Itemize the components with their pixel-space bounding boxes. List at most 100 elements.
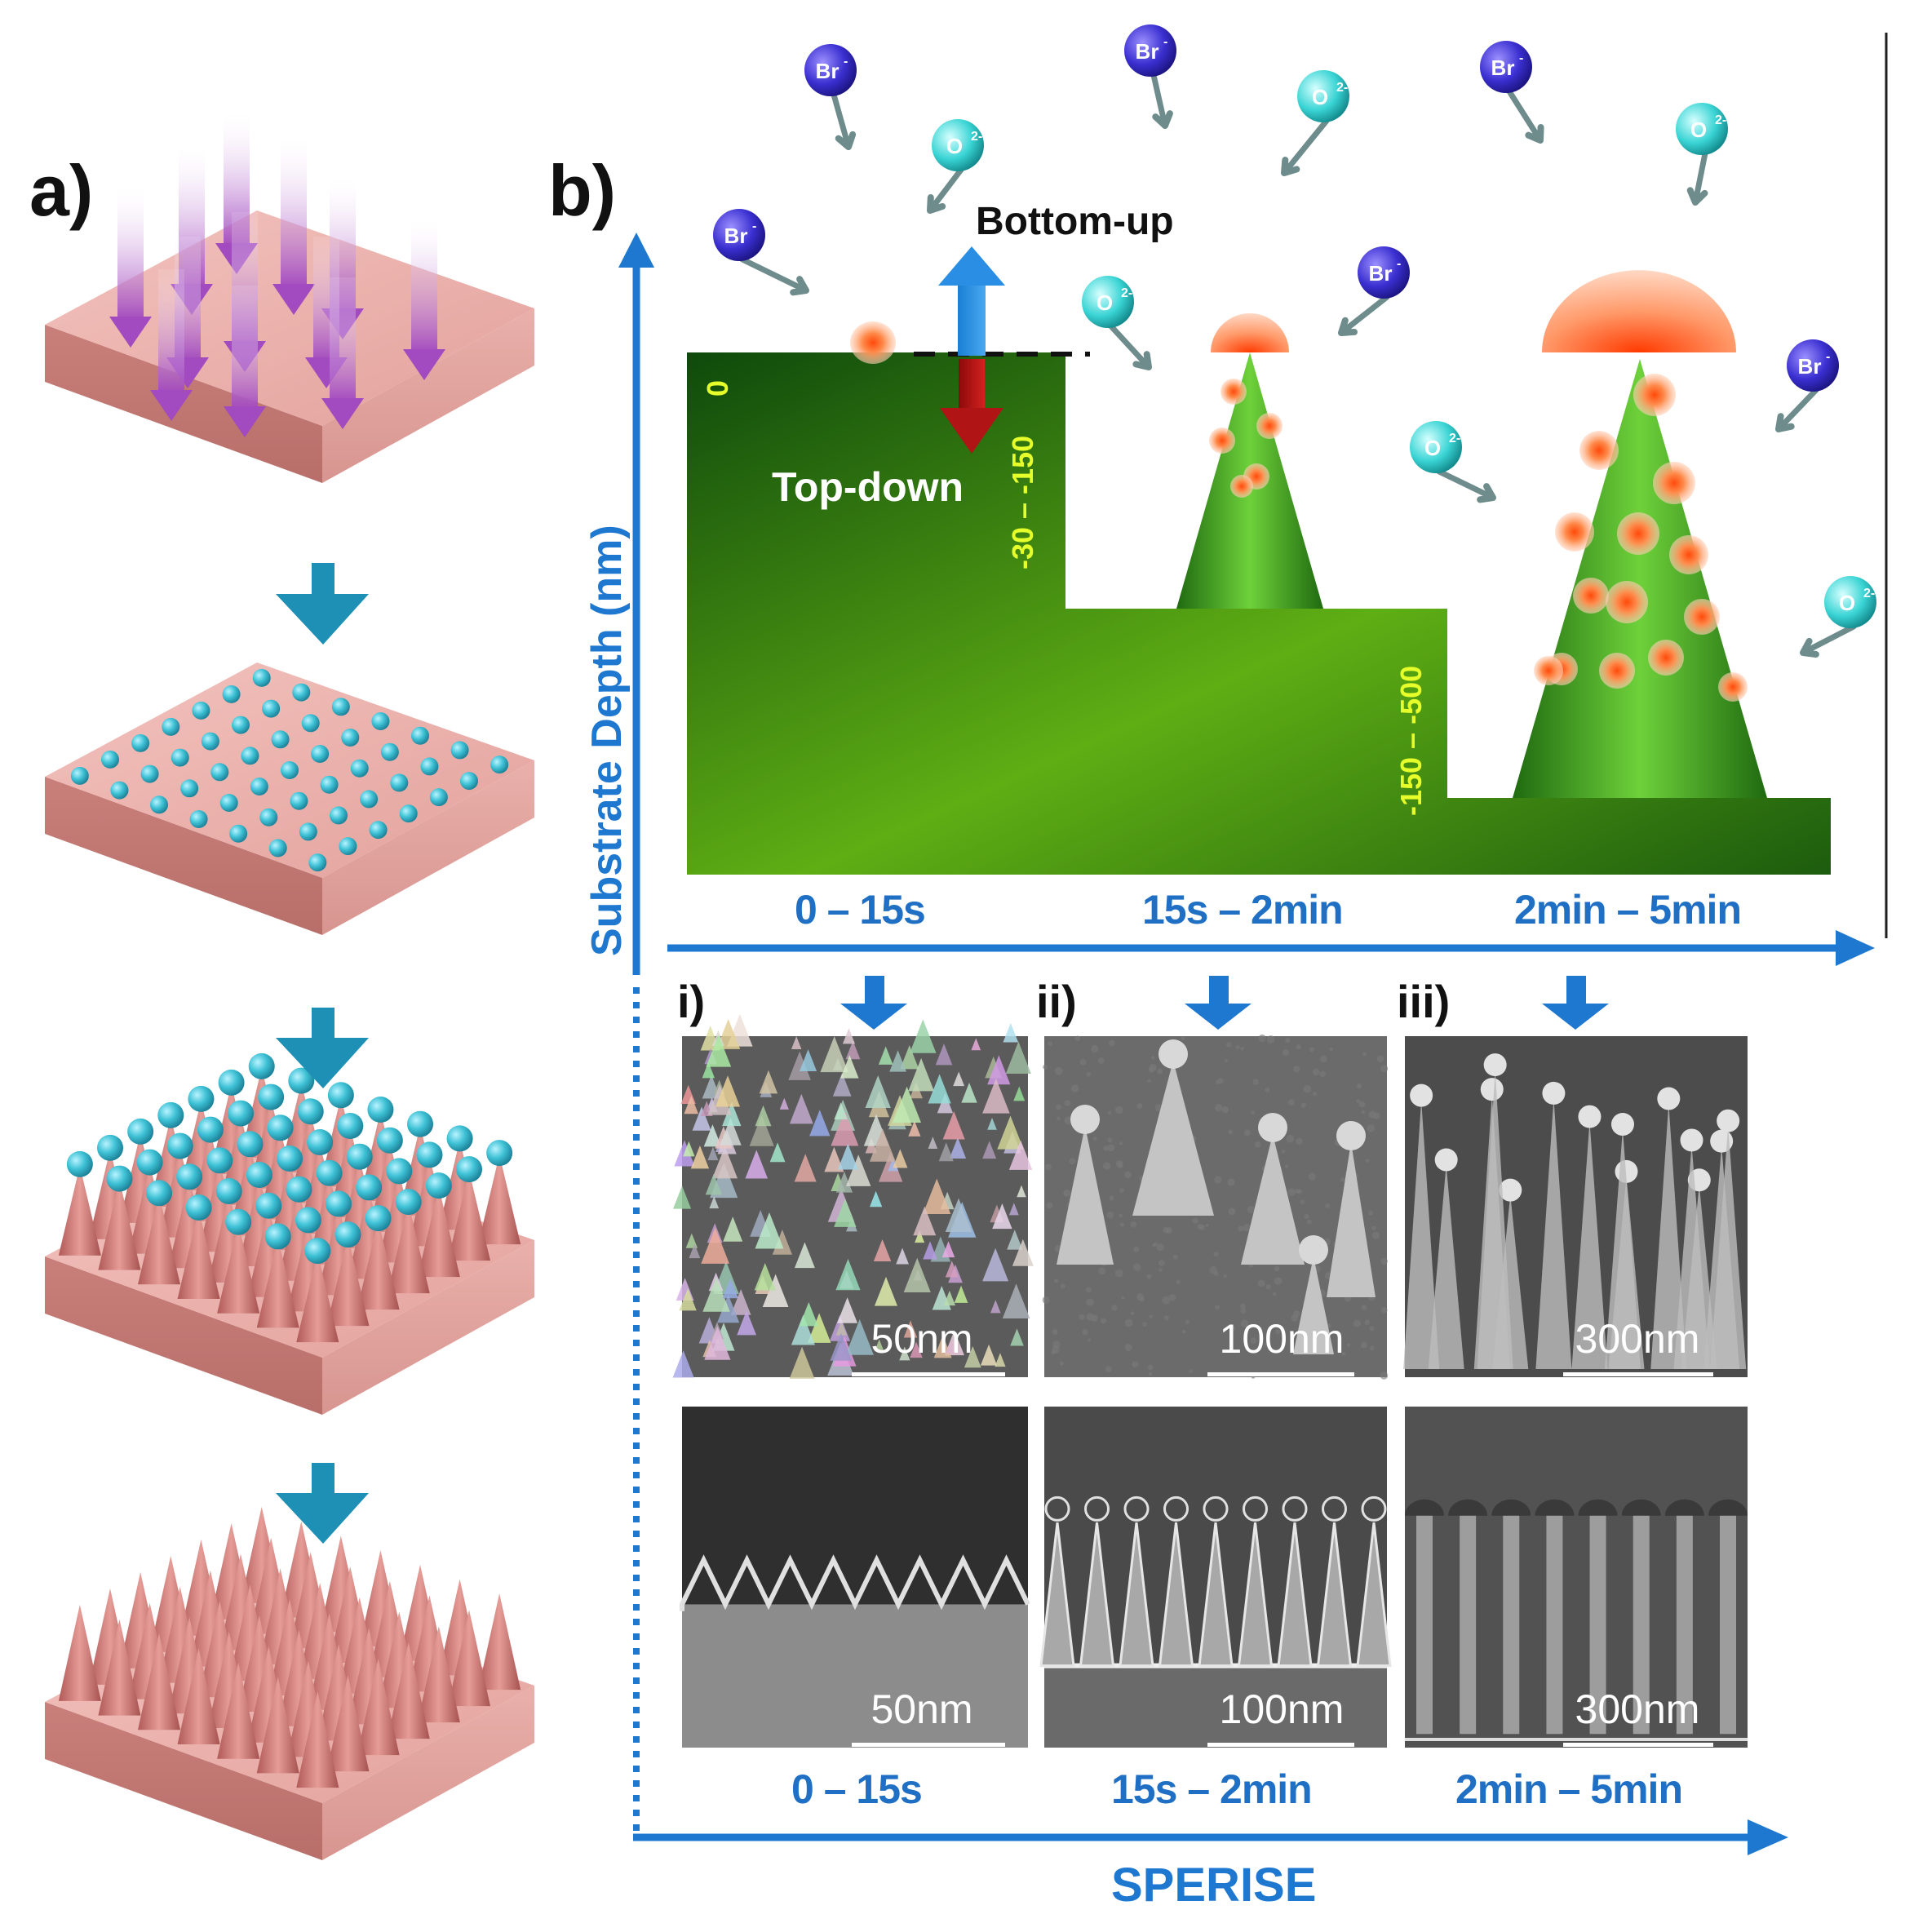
catalyst-dot [150,795,168,814]
catalyst-cap [386,1158,413,1185]
depth-label-0: 0 [701,379,734,397]
catalyst-dot [162,717,180,736]
svg-text:-: - [844,55,848,69]
catalyst-dot [250,778,268,795]
cone-hotspots [1209,374,1748,702]
catalyst-cap [288,1067,315,1094]
svg-text:O: O [1690,117,1707,142]
catalyst-cap [188,1085,215,1112]
catalyst-dot [70,766,89,785]
br-ion: Br- [713,209,809,296]
hotspot [1669,535,1708,574]
nanocone [98,1180,141,1270]
dome-stage-2 [1211,313,1289,352]
svg-text:2-: 2- [1121,286,1132,300]
br-ion: Br- [1124,24,1176,129]
catalyst-dot [189,810,208,828]
scale-bar [1207,1372,1354,1376]
step-arrow-1 [276,563,369,645]
hotspot [1230,475,1253,498]
catalyst-cap [157,1101,184,1128]
catalyst-cap [197,1116,224,1143]
panel-b-label: b) [548,150,617,231]
catalyst-dot [219,794,238,812]
hotspot [1633,374,1676,416]
svg-text:-: - [1163,35,1167,49]
catalyst-cap [248,1052,275,1079]
hotspot [1555,512,1594,552]
catalyst-dot [369,821,388,840]
scale-bottom-iii: 300nm [1575,1686,1700,1732]
ion-beam-head [224,406,266,437]
catalyst-cap [327,1082,354,1109]
ion-beam [158,269,184,392]
svg-text:Br: Br [816,59,840,83]
scale-bar [1207,1743,1354,1747]
catalyst-cap [215,1178,242,1204]
sem-tile [1405,1407,1748,1748]
sem-arrow-i [840,976,907,1030]
nanocone [417,1187,460,1278]
catalyst-dot [390,773,409,792]
sem-tile [1403,1036,1748,1377]
panel-a-label: a) [29,150,94,231]
catalyst-cap [66,1150,93,1177]
nanocone [296,1252,339,1343]
ion-beam-head [321,398,364,429]
catalyst-cap [264,1223,291,1250]
hotspot [1534,656,1563,685]
schematic-x-axis [667,930,1875,966]
catalyst-dot [420,757,439,776]
catalyst-dot [268,839,287,857]
svg-text:Br: Br [1136,39,1159,64]
catalyst-dot [101,750,119,769]
catalyst-cap [246,1162,272,1188]
catalyst-dot [320,775,339,794]
nanocone [417,1626,460,1723]
y-axis-label: Substrate Depth (nm) [583,525,631,956]
catalyst-cap [334,1221,361,1248]
svg-text:O: O [1312,85,1328,109]
catalyst-cap [407,1110,433,1137]
substrate-slab-4 [45,1506,534,1860]
svg-text:-: - [1397,257,1401,271]
nanocone [387,1203,430,1294]
catalyst-dot [292,683,311,702]
sem-tile [1039,1407,1392,1748]
sem-images [672,1013,1748,1748]
catalyst-cap [304,1238,331,1265]
catalyst-dot [229,824,248,843]
nanocone [256,1677,299,1774]
catalyst-cap [136,1149,163,1176]
catalyst-dot [192,701,210,720]
nanocone [326,1675,370,1772]
catalyst-cap [206,1147,233,1174]
catalyst-dot [339,837,357,856]
sem-tile [680,1407,1030,1748]
hotspot [1653,462,1695,504]
svg-text:-: - [1519,51,1523,65]
hotspot [1684,599,1720,635]
step-arrow-2 [276,1008,369,1088]
nanocone [177,1648,220,1744]
catalyst-dot [490,756,509,774]
catalyst-cap [255,1192,282,1219]
catalyst-dot [360,790,379,809]
nanocone [326,1236,370,1327]
catalyst-dot [252,668,271,687]
nanocone [478,1593,521,1690]
sub-panel-ii-label: ii) [1036,976,1077,1027]
ion-beam [411,220,437,351]
nanocone [448,1610,490,1707]
sem-time-3: 2min – 5min [1455,1766,1683,1812]
nanocone [138,1194,180,1285]
ion-beam [330,277,356,400]
catalyst-dot [222,685,241,703]
substrate-slab-1 [45,114,534,483]
hotspot [1617,512,1659,555]
catalyst-dot [411,726,429,745]
